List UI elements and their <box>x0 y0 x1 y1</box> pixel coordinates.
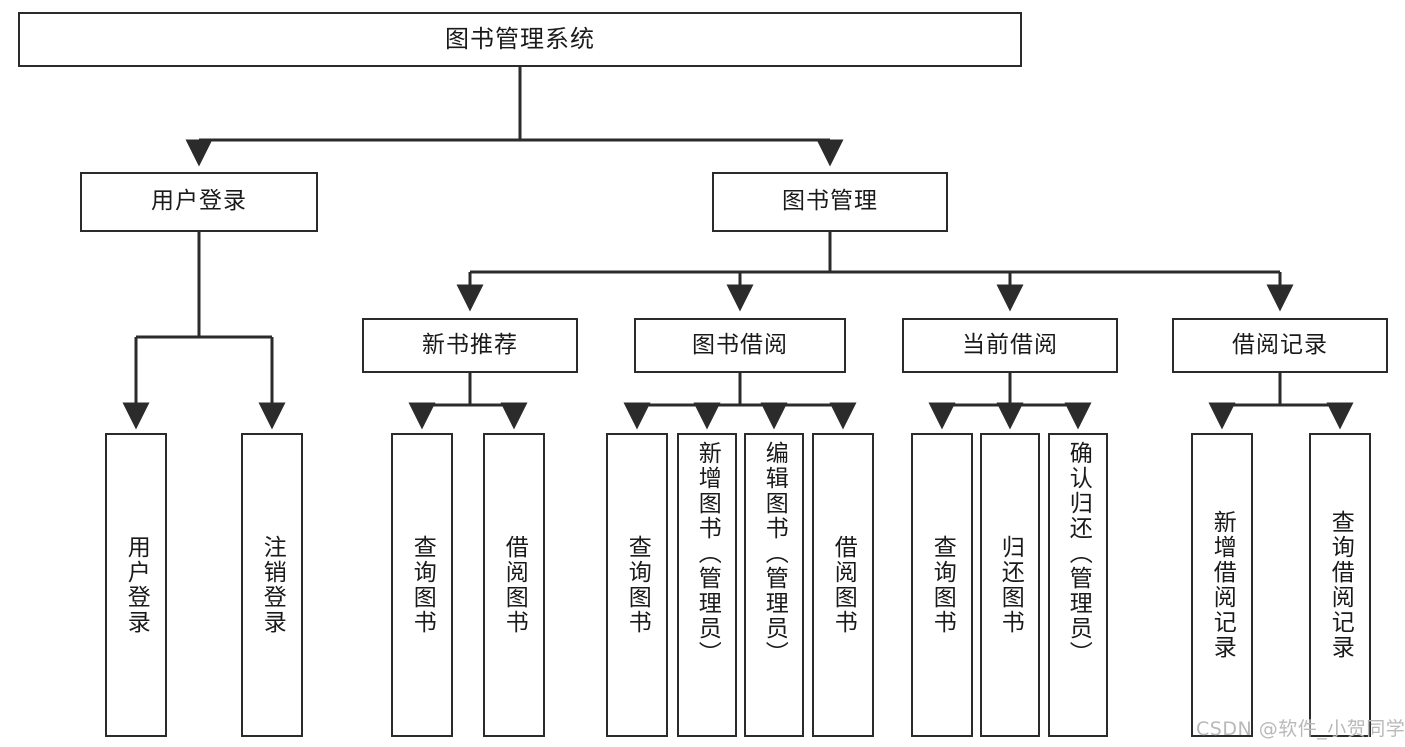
node-leaf-query-book-2[interactable]: 查询图书 <box>606 433 668 737</box>
node-book-management-system[interactable]: 图书管理系统 <box>18 12 1022 67</box>
node-leaf-add-borrow-record[interactable]: 新增借阅记录 <box>1191 433 1253 737</box>
node-leaf-borrow-book-2[interactable]: 借阅图书 <box>812 433 874 737</box>
node-leaf-query-borrow-record[interactable]: 查询借阅记录 <box>1309 433 1371 737</box>
node-borrow-record[interactable]: 借阅记录 <box>1172 318 1388 373</box>
node-leaf-confirm-return-admin[interactable]: 确认归还（管理员） <box>1048 433 1108 737</box>
node-book-borrow[interactable]: 图书借阅 <box>634 318 846 373</box>
node-leaf-query-book-3[interactable]: 查询图书 <box>911 433 973 737</box>
node-leaf-return-book[interactable]: 归还图书 <box>980 433 1040 737</box>
node-leaf-add-book-admin[interactable]: 新增图书（管理员） <box>677 433 737 737</box>
node-leaf-query-book-1[interactable]: 查询图书 <box>391 433 453 737</box>
watermark-csdn: CSDN @软件_小贺同学 <box>1196 718 1405 740</box>
node-user-login[interactable]: 用户登录 <box>80 172 318 232</box>
node-leaf-user-login[interactable]: 用户登录 <box>105 433 167 737</box>
node-new-book-recommend[interactable]: 新书推荐 <box>362 318 578 373</box>
node-book-management[interactable]: 图书管理 <box>712 172 948 232</box>
node-leaf-edit-book-admin[interactable]: 编辑图书（管理员） <box>744 433 804 737</box>
node-leaf-logout-login[interactable]: 注销登录 <box>241 433 303 737</box>
node-leaf-borrow-book-1[interactable]: 借阅图书 <box>483 433 545 737</box>
node-current-borrow[interactable]: 当前借阅 <box>902 318 1118 373</box>
